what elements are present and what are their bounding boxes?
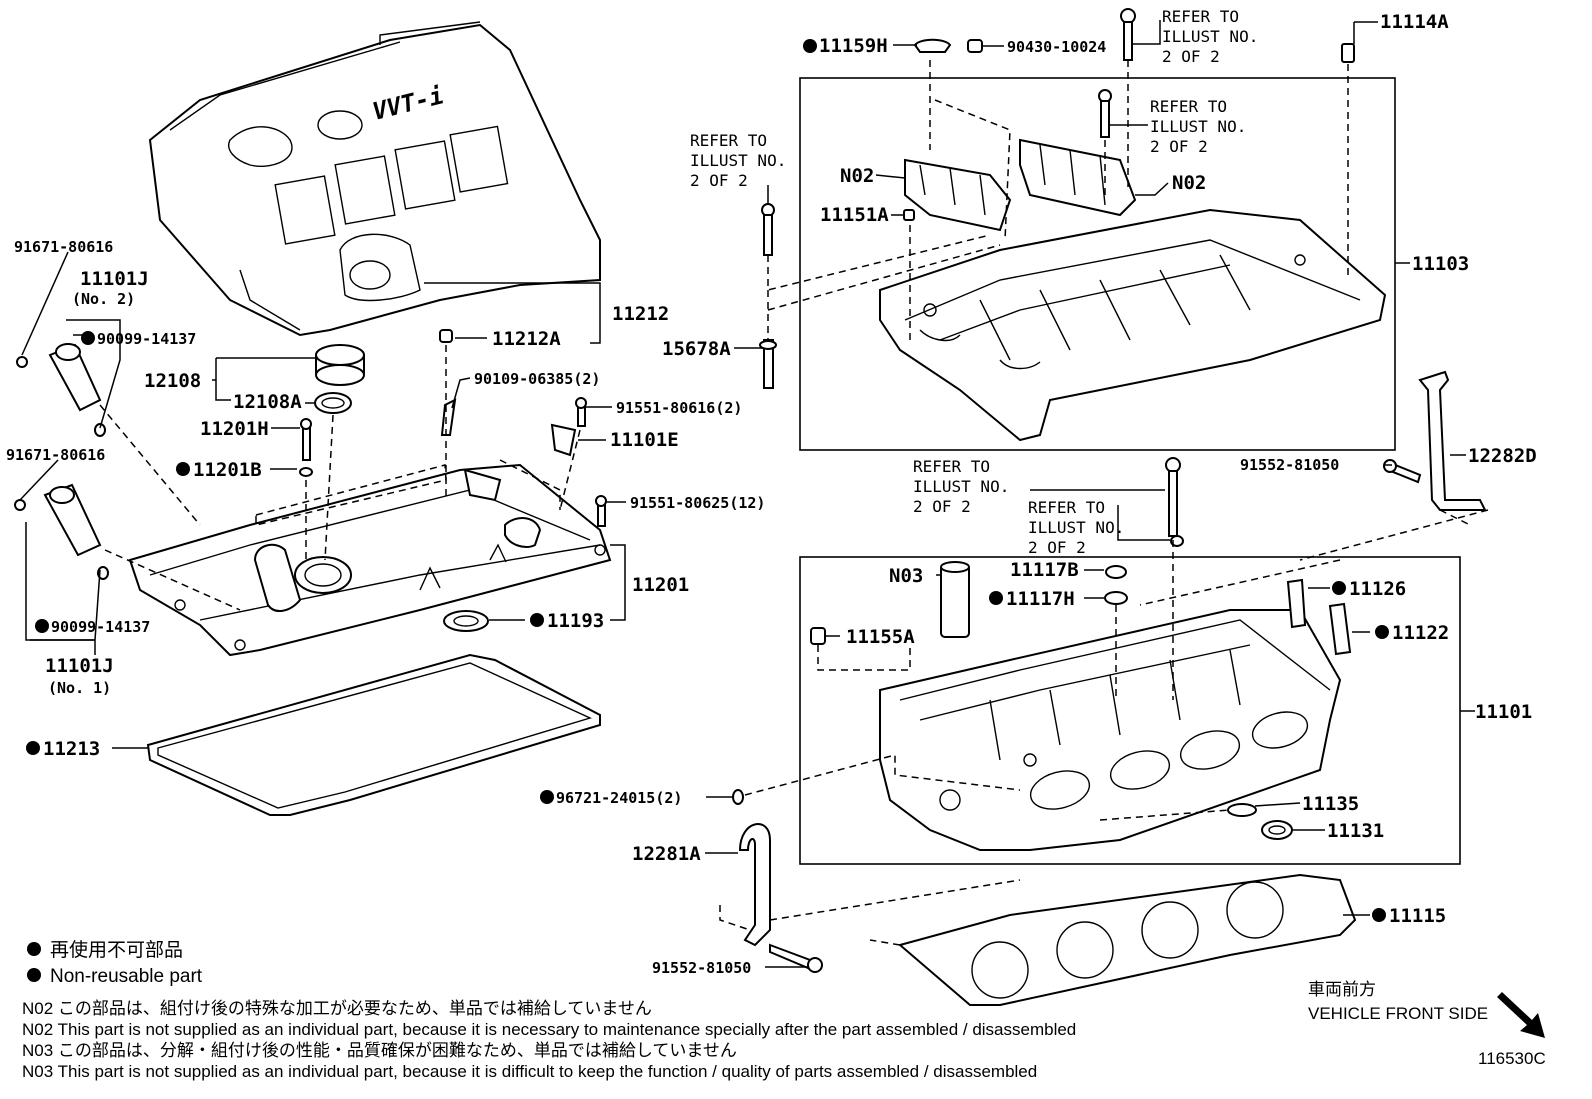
label-N02-right: N02 [1172, 172, 1206, 194]
engine-cover-drawing: VVT-i [148, 21, 601, 337]
legend-en: Non-reusable part [50, 966, 203, 987]
label-12108: 12108 [144, 370, 201, 392]
nonreusable-bullet [26, 741, 40, 755]
o-ring-96721 [732, 789, 744, 805]
label-11101: 11101 [1475, 701, 1532, 723]
label-12108A: 12108A [233, 391, 302, 413]
cylinder-head-drawing [810, 561, 1352, 851]
nonreusable-bullet [803, 39, 817, 53]
label-11126: 11126 [1349, 578, 1406, 600]
nonreusable-bullet [81, 331, 95, 345]
oil-cap-drawing [314, 344, 365, 414]
label-11201H: 11201H [200, 418, 269, 440]
note-n02-en: N02 This part is not supplied as an indi… [22, 1020, 1076, 1039]
leader-lines [19, 20, 1475, 968]
label-91552-81050-a: 91552-81050 [1240, 456, 1339, 474]
label-11117H: 11117H [1006, 588, 1075, 610]
label-12281A: 12281A [632, 843, 701, 865]
label-91552-81050-b: 91552-81050 [652, 959, 751, 977]
label-12282D: 12282D [1468, 445, 1537, 467]
label-11151A: 11151A [820, 204, 889, 226]
label-90109-06385: 90109-06385(2) [474, 370, 600, 388]
legend: 再使用不可部品 Non-reusable part [27, 939, 203, 987]
label-11101E: 11101E [610, 429, 679, 451]
note-n03-en: N03 This part is not supplied as an indi… [22, 1062, 1037, 1081]
long-bolt [1165, 457, 1184, 547]
label-15678A: 15678A [662, 338, 731, 360]
gasket-11213 [146, 653, 601, 816]
label-11212A: 11212A [492, 328, 561, 350]
nonreusable-bullet [1375, 625, 1389, 639]
head-cover-drawing [128, 463, 612, 657]
label-90430-10024: 90430-10024 [1007, 38, 1106, 56]
label-11193: 11193 [547, 610, 604, 632]
label-11131: 11131 [1327, 820, 1384, 842]
label-no1: (No. 1) [48, 679, 111, 697]
legend-bullet-jp [27, 942, 41, 956]
label-11122: 11122 [1392, 622, 1449, 644]
label-N03: N03 [889, 565, 923, 587]
bolt-15678A [759, 203, 777, 389]
label-11103: 11103 [1412, 253, 1469, 275]
label-11117B: 11117B [1010, 559, 1079, 581]
label-91671-80616-b: 91671-80616 [6, 446, 105, 464]
nonreusable-bullet [989, 591, 1003, 605]
cam-housing-box [799, 77, 1396, 451]
part-labels: 11159H 90430-10024 11114A N02 N02 11151A… [6, 7, 1537, 977]
legend-jp: 再使用不可部品 [50, 939, 183, 961]
nonreusable-bullet [35, 619, 49, 633]
vehicle-front-en: VEHICLE FRONT SIDE [1308, 1004, 1488, 1023]
label-91551-80616: 91551-80616(2) [616, 399, 742, 417]
label-11213: 11213 [43, 738, 100, 760]
footnotes: N02 この部品は、組付け後の特殊な加工が必要なため、単品では補給していません … [22, 999, 1076, 1081]
label-91551-80625: 91551-80625(12) [630, 494, 765, 512]
bolt-top [1098, 8, 1136, 138]
label-11101J-no1: 11101J [45, 655, 114, 677]
nonreusable-bullet [530, 613, 544, 627]
drawing-number: 116530C [1478, 1049, 1546, 1068]
nonreusable-bullet [1332, 581, 1346, 595]
label-11201B: 11201B [193, 459, 262, 481]
guide-lines [99, 60, 1489, 946]
label-90099-14137-a: 90099-14137 [97, 330, 196, 348]
label-11159H: 11159H [819, 35, 888, 57]
label-11135: 11135 [1302, 793, 1359, 815]
label-N02-left: N02 [840, 165, 874, 187]
label-11114A: 11114A [1380, 11, 1449, 33]
label-11212: 11212 [612, 303, 669, 325]
vehicle-front-indicator: 車両前方 VEHICLE FRONT SIDE 116530C [1308, 980, 1546, 1068]
bracket-12282D [1383, 370, 1487, 511]
label-11101J-no2: 11101J [80, 268, 149, 290]
nonreusable-bullet [176, 462, 190, 476]
hook-12281A [738, 823, 823, 973]
label-90099-14137-b: 90099-14137 [51, 618, 150, 636]
nonreusable-bullet [540, 790, 554, 804]
label-91671-80616-a: 91671-80616 [14, 238, 113, 256]
label-11115: 11115 [1389, 905, 1446, 927]
head-gasket-11115 [897, 873, 1357, 1006]
vehicle-front-arrow-icon [1497, 992, 1545, 1038]
note-n02-jp: N02 この部品は、組付け後の特殊な加工が必要なため、単品では補給していません [22, 999, 652, 1018]
note-n03-jp: N03 この部品は、分解・組付け後の性能・品質確保が困難なため、単品では補給して… [22, 1041, 737, 1060]
legend-bullet-en [27, 968, 41, 982]
label-11155A: 11155A [846, 626, 915, 648]
nonreusable-bullet [1372, 908, 1386, 922]
vehicle-front-jp: 車両前方 [1308, 980, 1376, 999]
label-11201: 11201 [632, 574, 689, 596]
ocv-valves [14, 343, 109, 580]
label-no2: (No. 2) [72, 290, 135, 308]
cam-housing-drawing [879, 38, 1387, 442]
label-96721-24015: 96721-24015(2) [556, 789, 682, 807]
